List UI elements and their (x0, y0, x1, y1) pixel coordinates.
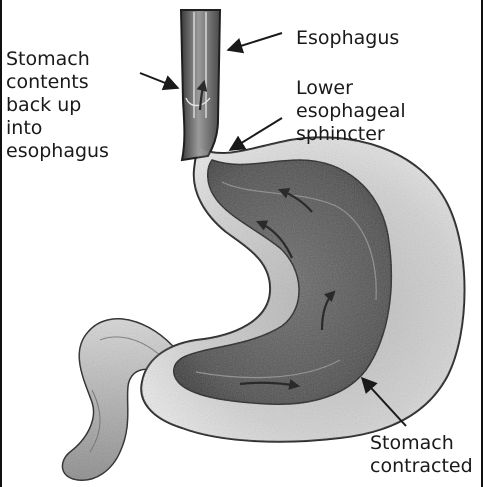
label-stomach-contents-backup: Stomach contents back up into esophagus (6, 48, 109, 163)
label-esophagus: Esophagus (296, 27, 399, 50)
esophagus-tube (181, 10, 220, 160)
label-stomach-contracted: Stomach contracted (370, 432, 473, 478)
arrow-icon (140, 73, 178, 88)
label-lower-esophageal-sphincter: Lower esophageal sphincter (296, 77, 406, 146)
arrow-icon (228, 33, 282, 50)
